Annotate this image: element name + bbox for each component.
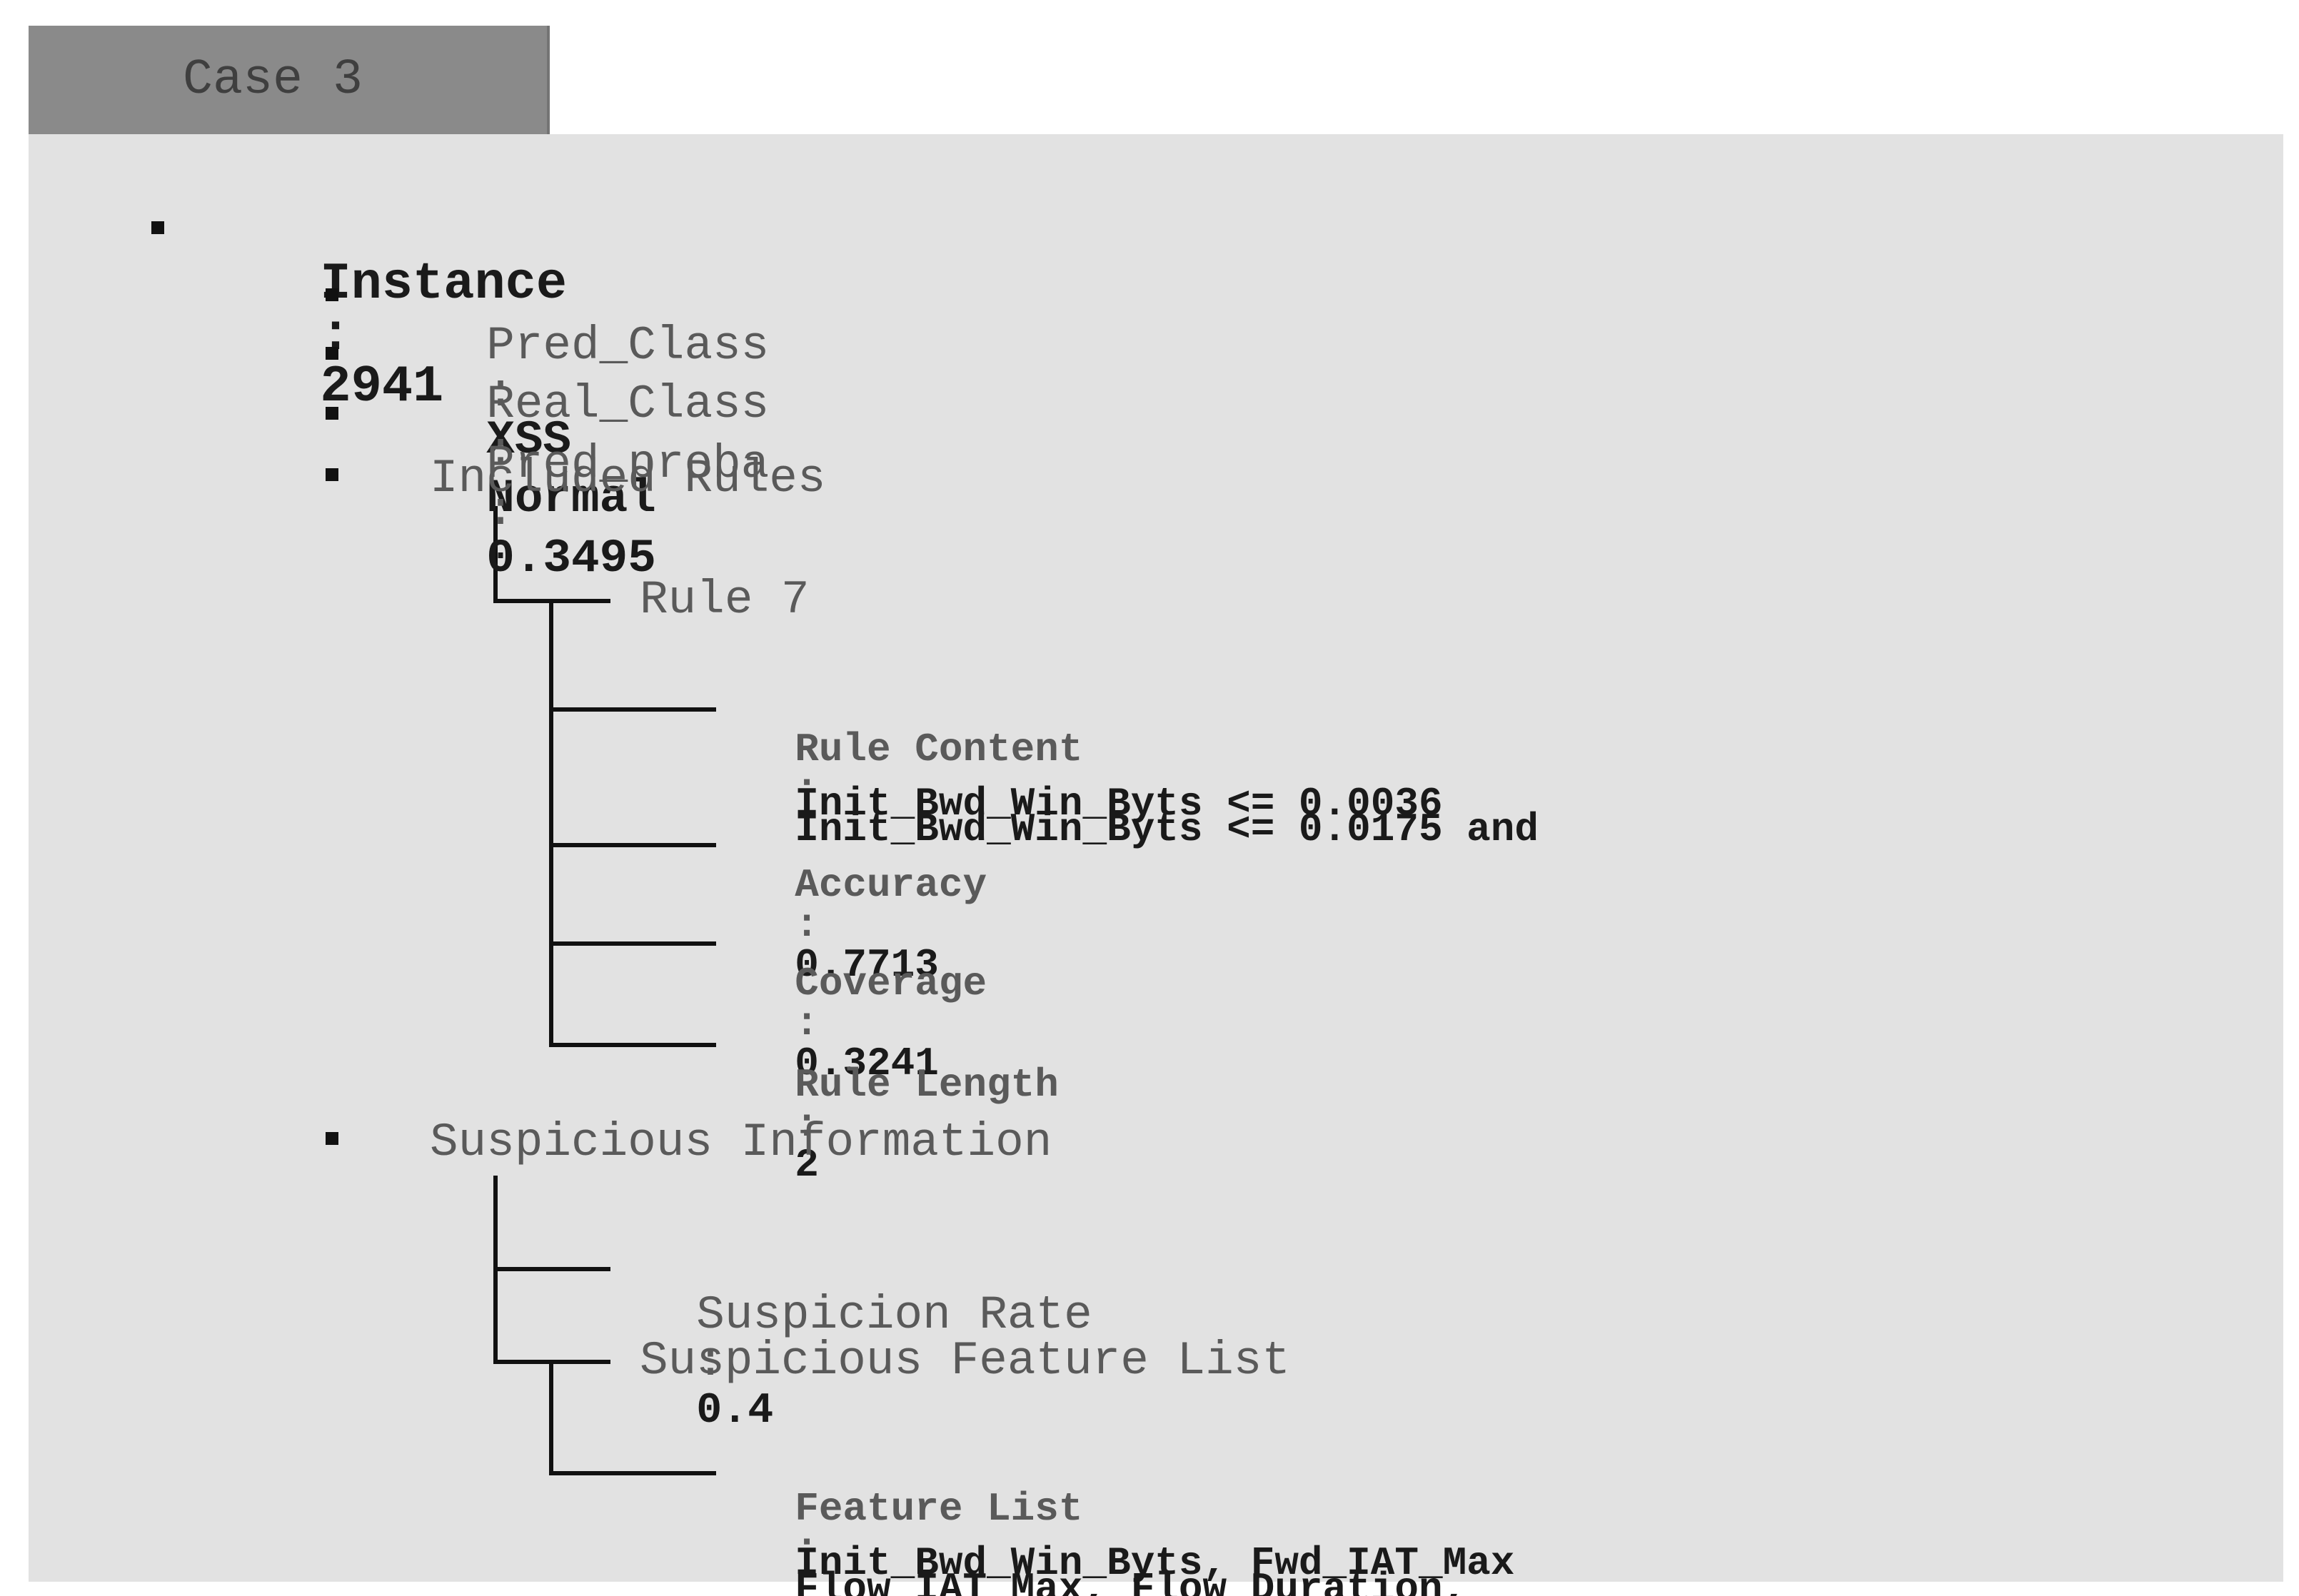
instance-value: 2941 <box>320 358 444 416</box>
feature-list-label: Feature List <box>795 1486 1083 1532</box>
bullet-pred-proba <box>326 407 338 420</box>
suspicious-label: Suspicious Information <box>430 1116 1052 1169</box>
real-class-row: Real_Class : Normal <box>430 334 769 522</box>
case-tab-label: Case 3 <box>183 52 363 108</box>
pred-class-value: XSS <box>486 413 572 467</box>
suspicion-rate-value: 0.4 <box>696 1387 774 1435</box>
suspicious-feature-list-heading: Suspicious Feature List <box>640 1334 1290 1388</box>
rule-content-line2: Init_Bwd_Win_Byts <= 0.0036 <box>795 781 1443 827</box>
coverage-label: Coverage <box>795 961 987 1006</box>
pred-class-separator: : <box>486 366 515 420</box>
pred-class-label: Pred_Class <box>486 319 770 373</box>
accuracy-separator: : <box>795 902 819 948</box>
connector-included-rules <box>493 506 610 603</box>
rule-content-line1: Init_Bwd_Win_Byts <= 0.0175 and <box>795 807 1539 852</box>
rule-name: Rule 7 <box>640 573 810 627</box>
connector-feature-children <box>549 1360 716 1475</box>
real-class-value: Normal <box>486 472 656 525</box>
rule-content-label: Rule Content <box>795 727 1083 772</box>
suspicion-rate-row: Suspicion Rate : 0.4 <box>640 1245 1092 1435</box>
rule-content-row: Rule Content : Init_Bwd_Win_Byts <= 0.01… <box>747 690 1539 849</box>
pred-proba-row: Pred_proba : 0.3495 <box>430 394 769 582</box>
pred-proba-label: Pred_proba <box>486 438 770 491</box>
feature-list-line1: Flow_IAT_Max, Flow_Duration, <box>795 1566 1467 1596</box>
rule-length-separator: : <box>795 1102 819 1148</box>
included-rules-label: Included Rules <box>430 452 826 505</box>
feature-list-row: Feature List : Flow_IAT_Max, Flow_Durati… <box>747 1449 1467 1596</box>
suspicion-rate-label: Suspicion Rate <box>696 1288 1092 1342</box>
feature-list-continuation: Init_Bwd_Win_Byts, Fwd_IAT_Max <box>747 1503 1514 1583</box>
pred-proba-value: 0.3495 <box>486 532 656 585</box>
coverage-value: 0.3241 <box>795 1041 939 1086</box>
bullet-real-class <box>326 347 338 360</box>
coverage-separator: : <box>795 1001 819 1046</box>
pred-proba-separator: : <box>486 485 515 538</box>
rule-content-separator: : <box>795 767 819 812</box>
accuracy-value: 0.7713 <box>795 942 939 988</box>
rule-content-continuation: Init_Bwd_Win_Byts <= 0.0036 <box>747 744 1443 827</box>
feature-list-line2: Init_Bwd_Win_Byts, Fwd_IAT_Max <box>795 1540 1515 1586</box>
real-class-separator: : <box>486 425 515 478</box>
rule-length-label: Rule Length <box>795 1062 1059 1108</box>
bullet-suspicious <box>326 1132 338 1145</box>
suspicion-rate-separator: : <box>696 1335 725 1389</box>
case-panel <box>29 134 2283 1582</box>
real-class-label: Real_Class <box>486 378 770 431</box>
feature-list-separator: : <box>795 1526 819 1572</box>
rule-length-row: Rule Length : 2 <box>747 1025 1059 1185</box>
bullet-pred-class <box>326 288 338 301</box>
accuracy-label: Accuracy <box>795 862 987 908</box>
instance-row: Instance : 2941 <box>258 207 567 413</box>
case-tab: Case 3 <box>29 26 550 134</box>
coverage-row: Coverage : 0.3241 <box>747 924 987 1084</box>
instance-label: Instance <box>320 255 568 313</box>
accuracy-row: Accuracy : 0.7713 <box>747 825 987 985</box>
bullet-instance <box>151 221 164 234</box>
bullet-included-rules <box>326 468 338 481</box>
connector-suspicious <box>493 1176 610 1364</box>
rule-length-value: 2 <box>795 1142 819 1188</box>
pred-class-row: Pred_Class : XSS <box>430 276 769 464</box>
